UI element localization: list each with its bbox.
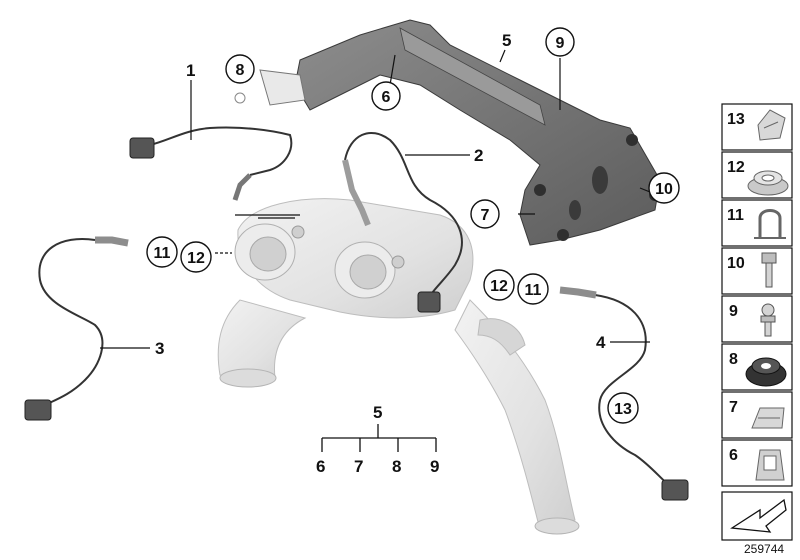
parts-legend-panel: 13 12 11 10 9 8 7 6 (721, 103, 793, 541)
callout-1: 1 (186, 61, 195, 80)
leader-lines (100, 49, 651, 349)
reference-number: 259744 (744, 542, 784, 556)
circled-9: 9 (556, 35, 565, 52)
circled-12-left: 12 (187, 250, 205, 267)
legend-number-13: 13 (727, 111, 745, 128)
oxygen-sensor-2 (342, 131, 463, 313)
circled-callout-labels: 8 6 9 10 7 11 12 12 11 13 (154, 35, 673, 418)
nut-clip-icon (755, 449, 785, 481)
oxygen-sensor-4 (559, 286, 689, 501)
circled-callouts (146, 27, 680, 424)
legend-number-7: 7 (729, 399, 738, 416)
oxygen-sensor-3 (24, 236, 129, 421)
callout-2: 2 (474, 146, 483, 165)
clip-icon (757, 109, 786, 141)
circled-10: 10 (655, 181, 673, 198)
legend-number-10: 10 (727, 255, 745, 272)
clamp-icon (751, 407, 785, 429)
catalytic-converter (217, 198, 580, 535)
rubber-bushing-icon (745, 357, 787, 387)
circled-8: 8 (236, 62, 245, 79)
legend-number-9: 9 (729, 303, 738, 320)
spring-clip-icon (754, 209, 786, 239)
ball-stud-icon (760, 303, 776, 337)
circled-7: 7 (481, 207, 490, 224)
circled-12-right: 12 (490, 278, 508, 295)
callout-5-top: 5 (502, 31, 511, 50)
legend-number-8: 8 (729, 351, 738, 368)
tree-child-8: 8 (392, 457, 401, 476)
grommet-icon (747, 170, 789, 196)
bracket (234, 19, 661, 246)
plain-callouts: 1 2 3 4 5 (155, 31, 606, 358)
callout-3: 3 (155, 339, 164, 358)
tree-child-6: 6 (316, 457, 325, 476)
circled-13: 13 (614, 401, 632, 418)
tree-child-9: 9 (430, 457, 439, 476)
legend-number-12: 12 (727, 159, 745, 176)
arrow-icon (730, 498, 787, 533)
circled-6: 6 (382, 89, 391, 106)
bolt-icon (761, 252, 777, 288)
tree-child-7: 7 (354, 457, 363, 476)
legend-number-6: 6 (729, 447, 738, 464)
callout-4: 4 (596, 333, 606, 352)
legend-number-11: 11 (727, 207, 744, 224)
oxygen-sensor-1 (129, 126, 293, 201)
circled-11-left: 11 (154, 245, 171, 262)
circled-11-right: 11 (525, 282, 542, 299)
tree-root-label: 5 (373, 403, 382, 422)
assembly-tree: 5 6 7 8 9 (316, 403, 439, 476)
